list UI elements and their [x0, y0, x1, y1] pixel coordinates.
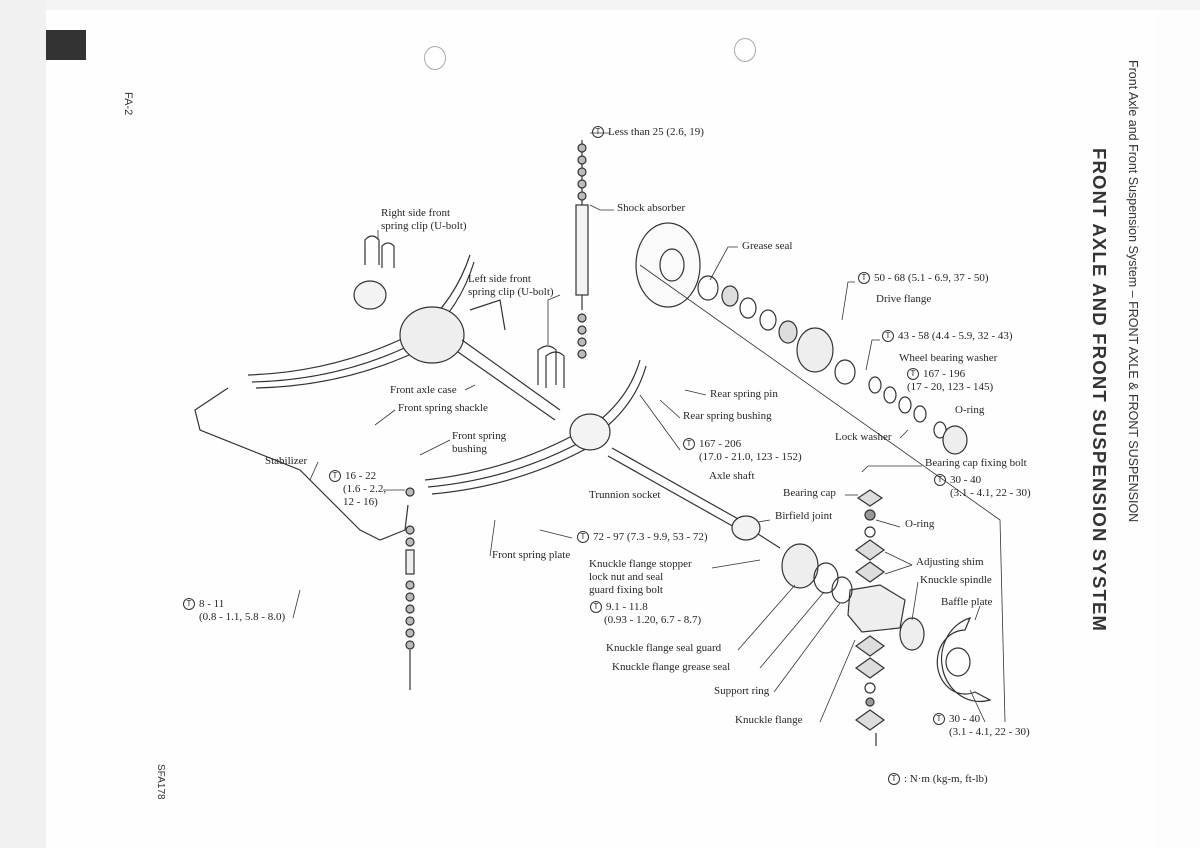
- label-trunnion-socket: Trunnion socket: [589, 489, 661, 501]
- knuckle-assembly: [781, 489, 992, 746]
- label-knuckle-flange: Knuckle flange: [735, 714, 803, 726]
- leaf-spring-front: [424, 359, 647, 495]
- page-tab-mark: [46, 30, 86, 60]
- label-birfield-joint: Birfield joint: [775, 510, 833, 522]
- hub-parts: [697, 275, 968, 455]
- torque-legend: T: N·m (kg-m, ft-lb): [888, 773, 988, 786]
- label-lock-washer: Lock washer: [835, 431, 892, 443]
- stabilizer-link-stack: [405, 487, 415, 690]
- label-rear-spring-bushing: Rear spring bushing: [683, 410, 772, 422]
- binder-hole: [424, 46, 446, 70]
- binder-hole: [734, 38, 756, 62]
- shock-torque-label: T Less than 25 (2.6, 19): [592, 126, 704, 139]
- label-shock-absorber: Shock absorber: [617, 202, 686, 214]
- axle-case: [353, 280, 611, 451]
- label-axle-shaft: Axle shaft: [709, 470, 755, 482]
- label-front-axle-case: Front axle case: [390, 384, 457, 396]
- label-wheel-bearing-washer: Wheel bearing washer: [899, 352, 998, 364]
- label-grease-seal: Grease seal: [742, 240, 793, 252]
- label-front-spring-plate: Front spring plate: [492, 549, 571, 561]
- leader-lines: [292, 132, 1006, 723]
- label-rear-spring-pin: Rear spring pin: [710, 388, 778, 400]
- label-adjusting-shim: Adjusting shim: [916, 556, 984, 568]
- label-baffle-plate: Baffle plate: [941, 596, 993, 608]
- torque-icon: T: [592, 126, 604, 138]
- label-seal-guard: Knuckle flange seal guard: [606, 642, 722, 654]
- label-text: Less than 25 (2.6, 19): [608, 126, 704, 138]
- label-support-ring: Support ring: [714, 685, 770, 697]
- shock-absorber: [575, 140, 589, 310]
- washer-stack-shock: [577, 143, 587, 359]
- label-o-ring-hub: O-ring: [955, 404, 985, 416]
- label-o-ring-cap: O-ring: [905, 518, 935, 530]
- brake-disc: [635, 222, 701, 308]
- label-stabilizer: Stabilizer: [265, 455, 308, 467]
- torque-icon: T: [888, 773, 900, 785]
- label-bearing-cap-fixing-bolt: Bearing cap fixing bolt: [925, 457, 1027, 469]
- label-drive-flange: Drive flange: [876, 293, 932, 305]
- label-knuckle-spindle: Knuckle spindle: [920, 574, 992, 586]
- scan-top-edge: [46, 0, 1200, 10]
- label-knuckle-grease-seal: Knuckle flange grease seal: [612, 661, 731, 673]
- axle-shaft: [607, 447, 781, 549]
- label-front-spring-shackle: Front spring shackle: [398, 402, 488, 414]
- u-bolts: [364, 235, 565, 388]
- scan-margin: [0, 0, 46, 848]
- label-bearing-cap: Bearing cap: [783, 487, 836, 499]
- stabilizer-bar: [194, 387, 409, 541]
